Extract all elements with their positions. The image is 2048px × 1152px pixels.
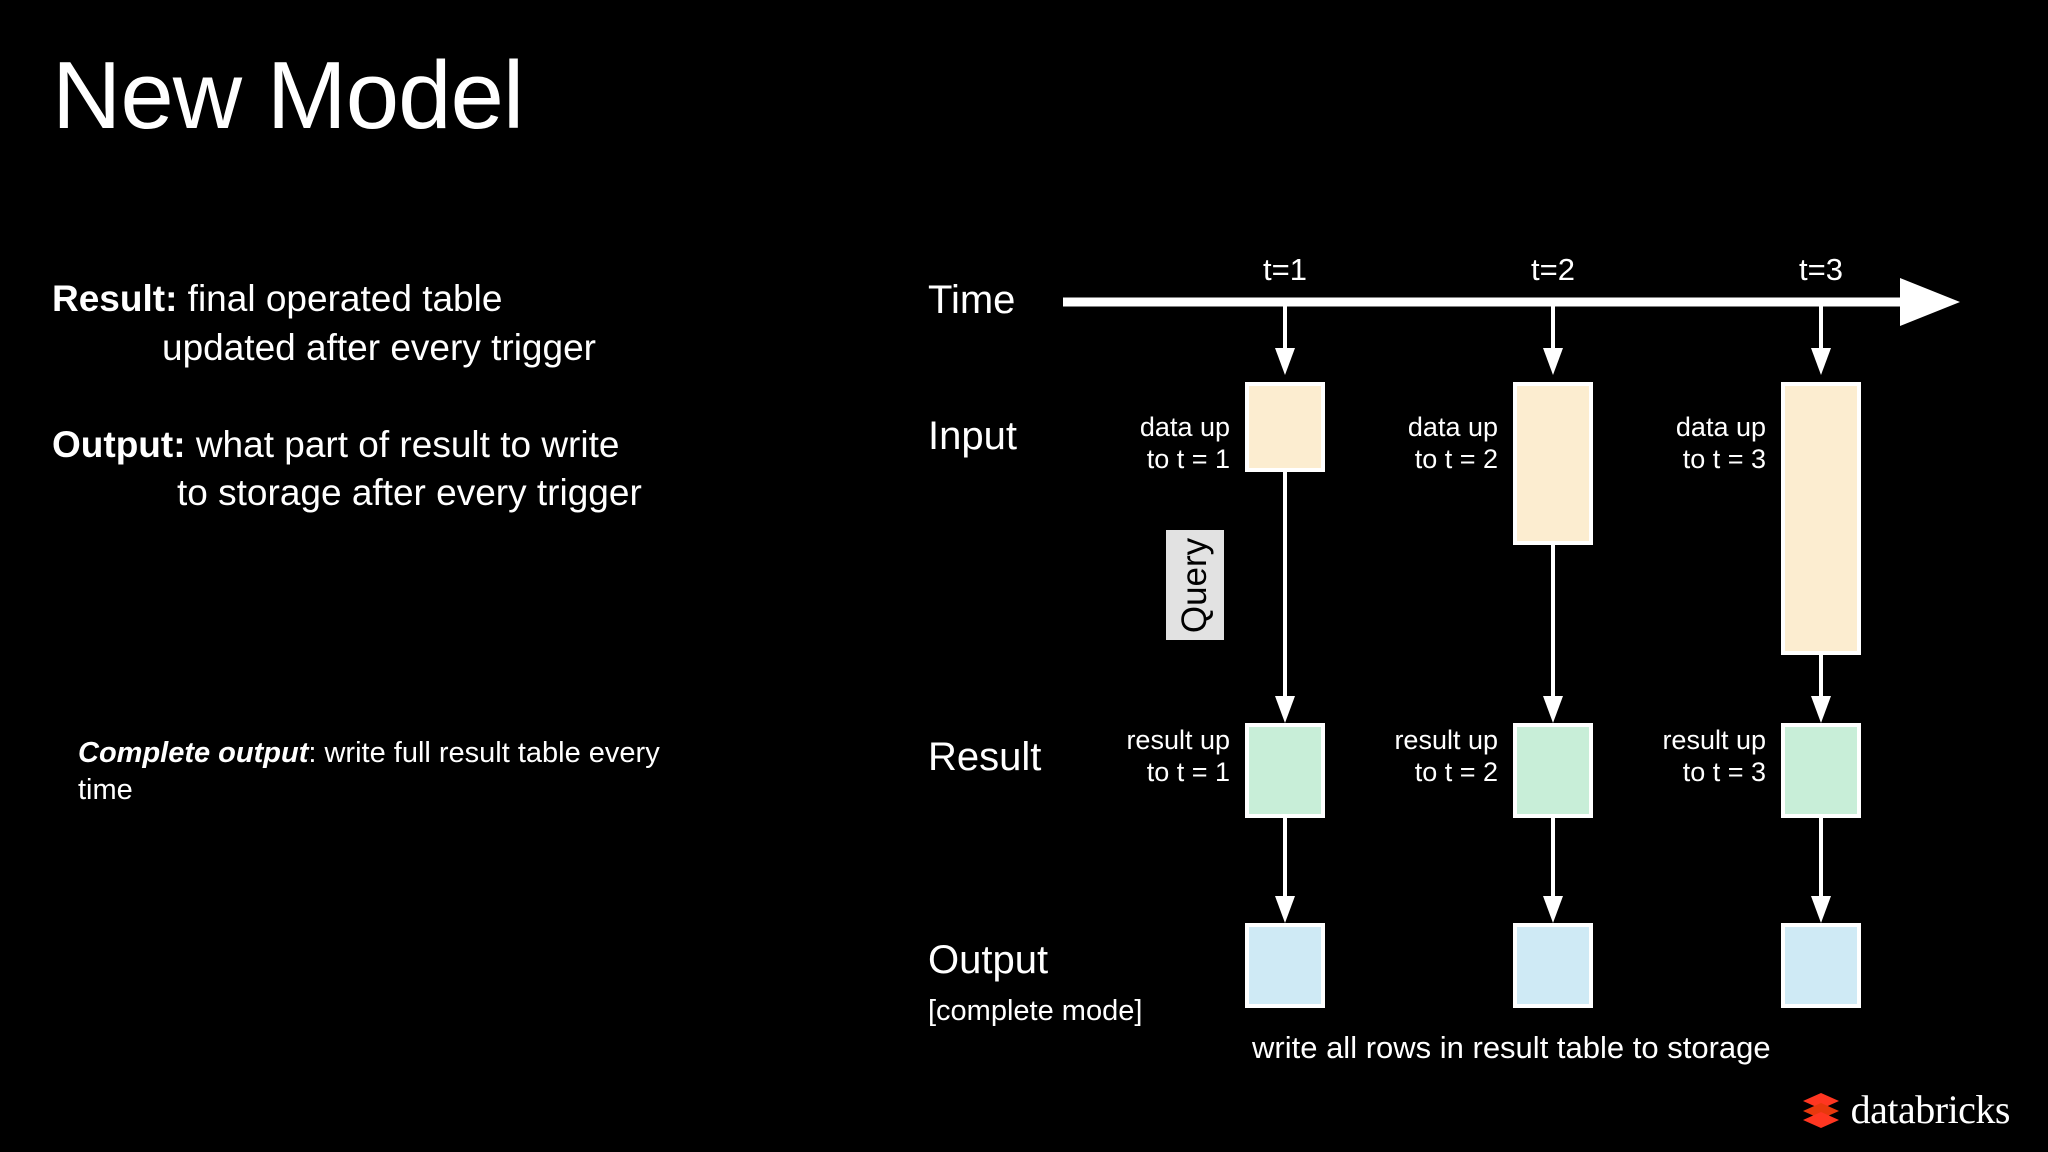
tick-arrow-t3 bbox=[1811, 348, 1831, 375]
input-box-t2 bbox=[1513, 382, 1593, 545]
connector-arrow-input-result-t2 bbox=[1543, 696, 1563, 723]
connector-arrow-result-output-t1 bbox=[1275, 896, 1295, 923]
result-box-t3 bbox=[1781, 723, 1861, 818]
input-caption-t2-line1: data up bbox=[1407, 412, 1498, 442]
connector-arrow-result-output-t3 bbox=[1811, 896, 1831, 923]
bullet-result-line2: updated after every trigger bbox=[162, 326, 596, 368]
input-caption-t3-line1: data up bbox=[1675, 412, 1766, 442]
input-caption-t2: data up to t = 2 bbox=[1268, 412, 1498, 476]
result-caption-t1: result up to t = 1 bbox=[1000, 725, 1230, 789]
result-caption-t2-line1: result up bbox=[1394, 725, 1498, 755]
input-caption-t3: data up to t = 3 bbox=[1536, 412, 1766, 476]
result-caption-t2: result up to t = 2 bbox=[1268, 725, 1498, 789]
row-label-output: Output bbox=[928, 938, 1049, 982]
result-box-t1 bbox=[1245, 723, 1325, 818]
input-caption-t1-line1: data up bbox=[1139, 412, 1230, 442]
bullet-output-line1: what part of result to write bbox=[185, 423, 620, 465]
result-box-t2 bbox=[1513, 723, 1593, 818]
tick-label-t1: t=1 bbox=[1263, 252, 1307, 287]
input-caption-t1-line2: to t = 1 bbox=[1146, 443, 1230, 474]
bullet-output-lead: Output: bbox=[52, 423, 186, 465]
input-box-t1 bbox=[1245, 382, 1325, 472]
query-tag-label: Query bbox=[1175, 537, 1215, 633]
tick-arrow-t1 bbox=[1275, 348, 1295, 375]
bullet-result: Result: final operated table updated aft… bbox=[52, 275, 692, 373]
bullet-output-line2: to storage after every trigger bbox=[177, 472, 642, 514]
databricks-stack-icon bbox=[1802, 1093, 1839, 1128]
output-box-t1 bbox=[1245, 923, 1325, 1008]
tick-arrow-t2 bbox=[1543, 348, 1563, 375]
note-lead: Complete output bbox=[78, 737, 309, 769]
row-label-result: Result bbox=[928, 735, 1042, 779]
connector-arrow-input-result-t3 bbox=[1811, 696, 1831, 723]
row-label-input: Input bbox=[928, 414, 1017, 458]
databricks-logo: databricks bbox=[1801, 1087, 2011, 1132]
input-box-t3 bbox=[1781, 382, 1861, 655]
databricks-mark-icon bbox=[1801, 1091, 1841, 1129]
result-caption-t2-line2: to t = 2 bbox=[1414, 756, 1498, 787]
bullet-output: Output: what part of result to write to … bbox=[52, 421, 692, 519]
output-box-t3 bbox=[1781, 923, 1861, 1008]
tick-label-t3: t=3 bbox=[1799, 252, 1843, 287]
result-caption-t3: result up to t = 3 bbox=[1536, 725, 1766, 789]
output-box-t2 bbox=[1513, 923, 1593, 1008]
input-caption-t2-line2: to t = 2 bbox=[1414, 443, 1498, 474]
note-rest: : write full result table every time bbox=[78, 737, 660, 807]
bullet-result-lead: Result: bbox=[52, 278, 178, 319]
result-caption-t3-line2: to t = 3 bbox=[1682, 756, 1766, 787]
bullet-list: Result: final operated table updated aft… bbox=[52, 275, 692, 566]
row-label-output-sub: [complete mode] bbox=[928, 995, 1143, 1027]
result-caption-t1-line1: result up bbox=[1126, 725, 1230, 755]
row-label-time: Time bbox=[928, 278, 1016, 322]
result-caption-t3-line1: result up bbox=[1662, 725, 1766, 755]
connector-arrow-result-output-t2 bbox=[1543, 896, 1563, 923]
time-axis-arrowhead bbox=[1900, 278, 1960, 326]
input-caption-t3-line2: to t = 3 bbox=[1682, 443, 1766, 474]
databricks-wordmark: databricks bbox=[1850, 1087, 2011, 1132]
connector-arrow-input-result-t1 bbox=[1275, 696, 1295, 723]
result-caption-t1-line2: to t = 1 bbox=[1146, 756, 1230, 787]
complete-output-note: Complete output: write full result table… bbox=[78, 735, 686, 809]
page-title: New Model bbox=[52, 42, 524, 149]
diagram-bottom-caption: write all rows in result table to storag… bbox=[1252, 1030, 1771, 1065]
query-tag: Query bbox=[1166, 530, 1224, 640]
tick-label-t2: t=2 bbox=[1531, 252, 1575, 287]
input-caption-t1: data up to t = 1 bbox=[1000, 412, 1230, 476]
bullet-result-line1: final operated table bbox=[177, 278, 503, 319]
